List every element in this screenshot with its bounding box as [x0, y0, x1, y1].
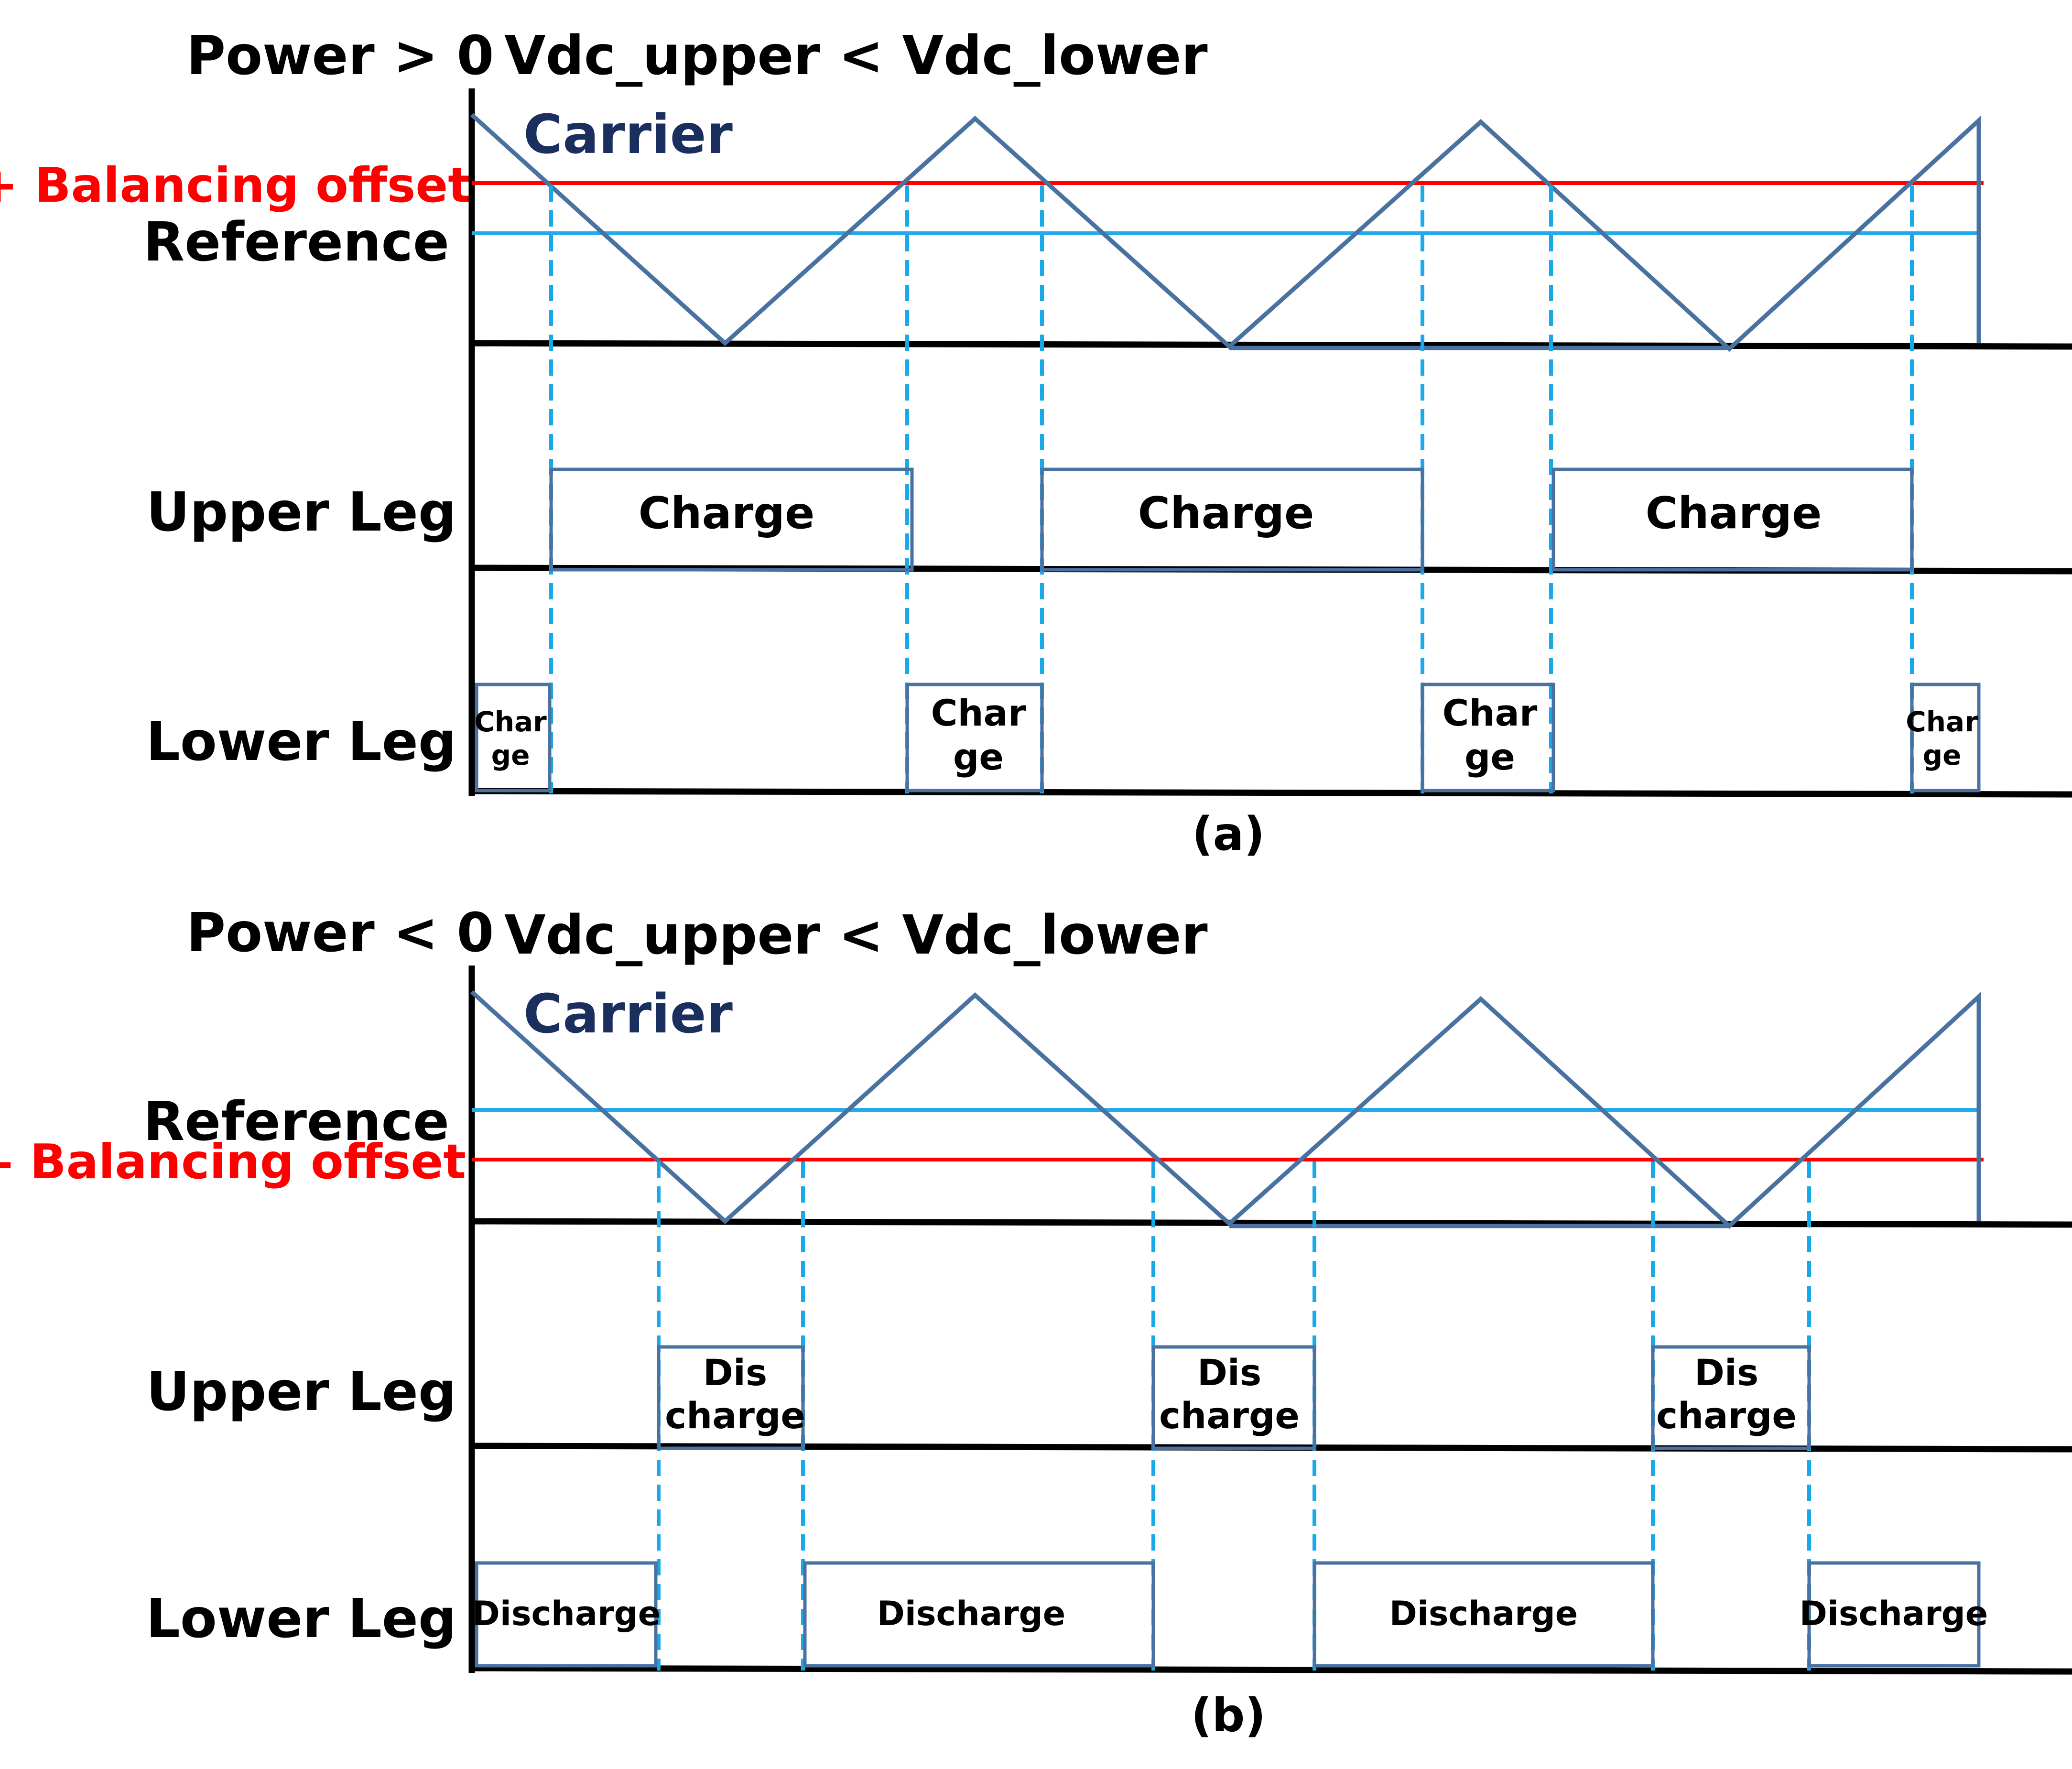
panel-a-carrier-baseline [471, 340, 2072, 350]
panel-a-lower-box-label: Char [1443, 692, 1538, 734]
panel-b-lower-box-label: Discharge [472, 1594, 661, 1633]
panel-b-carrier-baseline [471, 1218, 2072, 1228]
panel-b-upper-box-label: Dis [703, 1351, 767, 1394]
panel-a: Power > 0 Vdc_upper < Vdc_lower Carrier … [0, 25, 2072, 861]
panel-b-lower-box-label: Discharge [1800, 1594, 1988, 1633]
panel-b-caption: (b) [1191, 1689, 1266, 1742]
panel-b-upper-box-label: Dis [1694, 1351, 1758, 1394]
panel-b-lower-box-label: Discharge [1389, 1594, 1578, 1633]
panel-b-lower-leg-baseline [471, 1665, 2072, 1675]
panel-a-lower-charge-box [475, 683, 552, 792]
panel-a-lower-box-label: Char [474, 705, 547, 738]
panel-b-lower-leg-label: Lower Leg [146, 1588, 456, 1650]
panel-a-lower-box-label: ge [953, 736, 1004, 778]
panel-b-carrier-wave [470, 990, 1981, 1229]
panel-a-upper-leg-label: Upper Leg [146, 481, 456, 543]
panel-a-upper-charge-box [1551, 467, 1914, 572]
panel-b-lower-discharge-box [1807, 1561, 1981, 1668]
panel-b-lower-discharge-box [1313, 1561, 1655, 1668]
panel-a-lower-box-label: ge [491, 739, 530, 771]
panel-b-lower-discharge-box [475, 1561, 658, 1668]
panel-a-lower-box-label: ge [1465, 736, 1515, 778]
panel-b-upper-discharge-box [1151, 1345, 1316, 1450]
panel-a-carrier-wave [470, 113, 1981, 352]
panel-a-lower-charge-box [905, 683, 1044, 792]
panel-b-lower-box-label: Discharge [877, 1594, 1065, 1633]
panel-b-upper-discharge-box [1651, 1345, 1811, 1450]
panel-b-upper-box-label: charge [1656, 1394, 1797, 1437]
panel-a-title-left: Power > 0 [186, 25, 494, 87]
panel-a-lower-box-label: ge [1923, 739, 1962, 771]
panel-a-lower-charge-box [1421, 683, 1555, 792]
panel-a-offset-label: + Balancing offset [0, 157, 471, 213]
panel-a-upper-charge-box [549, 467, 914, 572]
panel-b-carrier-label: Carrier [523, 983, 733, 1045]
panel-b-upper-box-label: Dis [1197, 1351, 1261, 1394]
panel-b-reference-label: Reference [143, 1091, 449, 1153]
panel-b-upper-box-label: charge [665, 1394, 805, 1437]
panel-a-lower-leg-label: Lower Leg [146, 711, 456, 773]
panel-a-carrier-label: Carrier [523, 104, 733, 166]
panel-a-title-right: Vdc_upper < Vdc_lower [504, 25, 1208, 87]
panel-b-offset-label: – Balancing offset [0, 1134, 466, 1190]
panel-b-upper-leg-label: Upper Leg [146, 1361, 456, 1423]
panel-b-title-left: Power < 0 [186, 902, 494, 964]
panel-b: Power < 0 Vdc_upper < Vdc_lower Carrier … [0, 902, 2072, 1742]
panel-a-lower-leg-baseline [471, 788, 2072, 798]
panel-b-upper-discharge-box [657, 1345, 805, 1450]
panel-b-upper-box-label: charge [1159, 1394, 1300, 1437]
panel-a-upper-charge-box [1040, 467, 1424, 572]
panel-a-lower-box-label: Char [1906, 705, 1978, 738]
panel-a-reference-label: Reference [143, 211, 449, 273]
panel-a-caption: (a) [1192, 807, 1265, 861]
panel-b-title-right: Vdc_upper < Vdc_lower [504, 904, 1208, 966]
panel-b-lower-discharge-box [803, 1561, 1155, 1668]
panel-a-lower-box-label: Char [931, 692, 1026, 734]
panel-a-upper-box-label: Charge [1138, 488, 1314, 539]
panel-a-upper-box-label: Charge [1646, 488, 1822, 539]
panel-a-lower-charge-box [1910, 683, 1981, 792]
panel-a-upper-box-label: Charge [639, 488, 815, 539]
